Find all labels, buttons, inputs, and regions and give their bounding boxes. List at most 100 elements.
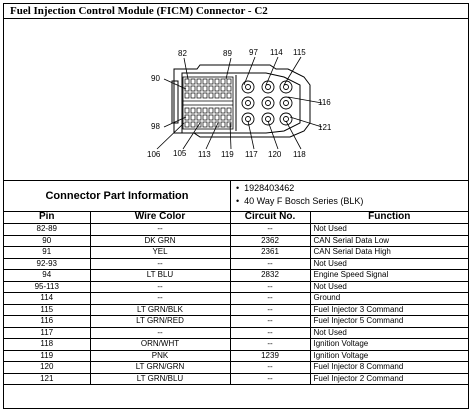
pin-cell: 118 (4, 338, 91, 351)
connector-sheet: Fuel Injection Control Module (FICM) Con… (3, 3, 469, 409)
label-pin-116: 116 (318, 98, 331, 107)
info-list: • 1928403462 • 40 Way F Bosch Series (BL… (236, 182, 363, 208)
pin-cavity (202, 78, 208, 85)
label-pin-115: 115 (293, 48, 306, 57)
header-function: Function (309, 211, 468, 224)
pin-cavity (220, 121, 226, 128)
circuit-no-cell: 2361 (229, 246, 311, 259)
pin-cavity (220, 78, 226, 85)
pin-cavity (190, 78, 196, 85)
pin-cell: 115 (4, 303, 91, 316)
wire-color-cell: LT BLU (89, 269, 231, 282)
wire-color-cell: LT GRN/BLK (89, 303, 231, 316)
round-pin-contact (283, 100, 289, 106)
info-heading: Connector Part Information (4, 181, 231, 211)
pin-cavity (208, 92, 214, 99)
pin-cavity (220, 114, 226, 121)
right-pins (241, 80, 293, 126)
pin-cavity (184, 78, 190, 85)
label-pin-120: 120 (268, 150, 282, 159)
label-pin-119: 119 (221, 150, 234, 159)
function-cell: Not Used (309, 326, 468, 339)
pin-cell: 90 (4, 234, 91, 247)
wire-color-cell: DK GRN (89, 234, 231, 247)
circuit-no-cell: -- (229, 303, 311, 316)
pin-cavity (208, 114, 214, 121)
table-row: 117----Not Used (4, 326, 468, 339)
pin-cavity (202, 92, 208, 99)
pin-cavity (208, 85, 214, 92)
pin-cavity (214, 92, 220, 99)
label-pin-113: 113 (198, 150, 211, 159)
header-circuit-no: Circuit No. (229, 211, 311, 224)
pin-cavity (208, 107, 214, 114)
circuit-no-cell: -- (229, 280, 311, 293)
circuit-no-cell: -- (229, 257, 311, 270)
pin-cavity (196, 92, 202, 99)
pin-cavity (220, 85, 226, 92)
function-cell: Engine Speed Signal (309, 269, 468, 282)
label-pin-97: 97 (249, 48, 258, 57)
wire-color-cell: -- (89, 292, 231, 305)
label-pin-117: 117 (245, 150, 258, 159)
circuit-no-cell: -- (229, 315, 311, 328)
table-header-row: Pin Wire Color Circuit No. Function (4, 211, 468, 224)
wire-color-cell: -- (89, 326, 231, 339)
function-cell: Fuel Injector 5 Command (309, 315, 468, 328)
round-pin-contact (245, 100, 251, 106)
wire-color-cell: -- (89, 280, 231, 293)
label-pin-106: 106 (147, 150, 161, 159)
round-pin-contact (283, 84, 289, 90)
round-pin-contact (265, 84, 271, 90)
label-pin-90: 90 (151, 74, 160, 83)
table-row: 95-113----Not Used (4, 280, 468, 293)
pin-cavity (196, 107, 202, 114)
wire-color-cell: -- (89, 223, 231, 236)
pin-cell: 121 (4, 372, 91, 385)
pin-cavity (226, 78, 232, 85)
wire-color-cell: ORN/WHT (89, 338, 231, 351)
pin-cavity (190, 85, 196, 92)
connector-drawing: 82 89 97 114 115 90 98 116 121 106 105 1… (147, 48, 332, 159)
pin-cavity (202, 107, 208, 114)
connector-inner-outline (181, 72, 301, 134)
label-pin-98: 98 (151, 122, 160, 131)
function-cell: Ignition Voltage (309, 338, 468, 351)
wire-color-cell: LT GRN/GRN (89, 361, 231, 374)
function-cell: Not Used (309, 223, 468, 236)
left-pins (184, 78, 232, 128)
round-pin-contact (245, 116, 251, 122)
pin-cavity (226, 92, 232, 99)
connector-diagram: 82 89 97 114 115 90 98 116 121 106 105 1… (4, 19, 468, 180)
round-pin-contact (265, 116, 271, 122)
table-row: 92-93----Not Used (4, 257, 468, 270)
header-pin: Pin (4, 211, 91, 224)
wire-color-cell: YEL (89, 246, 231, 259)
circuit-no-cell: -- (229, 223, 311, 236)
pin-cavity (226, 121, 232, 128)
pin-cavity (214, 107, 220, 114)
pin-cavity (202, 85, 208, 92)
pin-cavity (226, 85, 232, 92)
pin-cell: 116 (4, 315, 91, 328)
pin-cavity (208, 78, 214, 85)
round-pin-contact (245, 84, 251, 90)
table-row: 82-89----Not Used (4, 223, 468, 236)
label-pin-121: 121 (318, 123, 332, 132)
wire-color-cell: LT GRN/RED (89, 315, 231, 328)
connector-part-information: Connector Part Information • 1928403462 … (4, 180, 468, 212)
pin-cavity (184, 121, 190, 128)
circuit-no-cell: -- (229, 372, 311, 385)
title-bar: Fuel Injection Control Module (FICM) Con… (4, 4, 468, 19)
function-cell: Not Used (309, 280, 468, 293)
circuit-no-cell: -- (229, 326, 311, 339)
function-cell: Fuel Injector 3 Command (309, 303, 468, 316)
pin-cell: 92-93 (4, 257, 91, 270)
